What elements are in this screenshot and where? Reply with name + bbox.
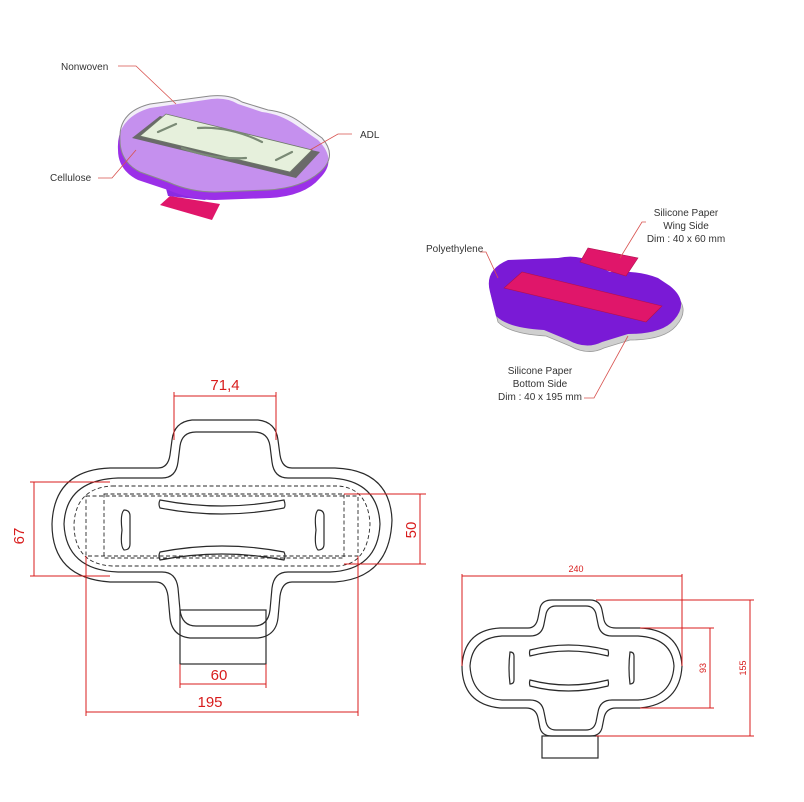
pad-3d-bottom-view: Polyethylene Silicone Paper Wing Side Di… bbox=[426, 208, 725, 403]
pad-front-drawing: 71,4 67 50 60 195 bbox=[11, 377, 426, 716]
bottom-side-line-1: Silicone Paper bbox=[508, 366, 573, 377]
core-dashed-rect bbox=[85, 495, 359, 557]
polyethylene-label: Polyethylene bbox=[426, 244, 484, 255]
adl-slot bbox=[156, 122, 178, 134]
wing-side-leader bbox=[619, 221, 646, 259]
dim-right-height: 50 bbox=[403, 522, 420, 539]
dim-tab-width: 60 bbox=[211, 667, 228, 684]
wing-side-line-3: Dim : 40 x 60 mm bbox=[647, 234, 725, 245]
outline-tab bbox=[541, 735, 599, 759]
slot-top bbox=[158, 499, 286, 515]
pad-outline-drawing: 240 93 155 bbox=[461, 564, 754, 759]
pad-outer-outline bbox=[51, 419, 393, 639]
outline-slot-right bbox=[628, 651, 635, 685]
adl-dashed-rect bbox=[103, 493, 345, 559]
cellulose-label: Cellulose bbox=[50, 173, 92, 184]
release-tab bbox=[179, 609, 267, 665]
outline-slot-top bbox=[528, 644, 610, 657]
adl-slot bbox=[196, 126, 264, 144]
nonwoven-label: Nonwoven bbox=[61, 62, 108, 73]
bottom-release-strip bbox=[503, 271, 663, 323]
slot-bottom bbox=[158, 545, 286, 561]
adl-slot bbox=[180, 146, 248, 160]
wing-release-strip bbox=[160, 196, 220, 220]
pad-inner-outline bbox=[63, 431, 381, 627]
pad-outline-outer bbox=[461, 599, 683, 737]
slot-left bbox=[120, 509, 131, 551]
core-dashed-outline bbox=[73, 485, 371, 567]
wing-release-strip-top bbox=[579, 247, 639, 277]
bottom-side-line-2: Bottom Side bbox=[513, 379, 568, 390]
dim-side-length: 240 bbox=[568, 564, 583, 574]
bottom-side-leader bbox=[584, 335, 629, 399]
wing-side-line-1: Silicone Paper bbox=[654, 208, 719, 219]
polyethylene-leader bbox=[480, 251, 499, 279]
bottom-side-line-3: Dim : 40 x 195 mm bbox=[498, 392, 582, 403]
adl-slot bbox=[274, 150, 294, 162]
dim-top-width: 71,4 bbox=[210, 377, 239, 394]
cellulose-leader bbox=[98, 149, 137, 179]
adl-leader bbox=[309, 133, 352, 151]
dim-left-height: 67 bbox=[11, 528, 28, 545]
slot-right bbox=[314, 509, 325, 551]
outline-slot-left bbox=[508, 651, 515, 685]
pad-3d-top-view: Nonwoven ADL Cellulose bbox=[50, 62, 380, 220]
dim-side-total-height: 155 bbox=[738, 660, 748, 675]
adl-layer bbox=[139, 113, 313, 173]
pad-outline-inner bbox=[469, 605, 675, 731]
outline-slot-bottom bbox=[528, 679, 610, 692]
dim-total-length: 195 bbox=[197, 694, 222, 711]
adl-label: ADL bbox=[360, 130, 380, 141]
dim-side-inner-height: 93 bbox=[698, 663, 708, 673]
nonwoven-leader bbox=[118, 65, 177, 105]
wing-side-line-2: Wing Side bbox=[663, 221, 709, 232]
